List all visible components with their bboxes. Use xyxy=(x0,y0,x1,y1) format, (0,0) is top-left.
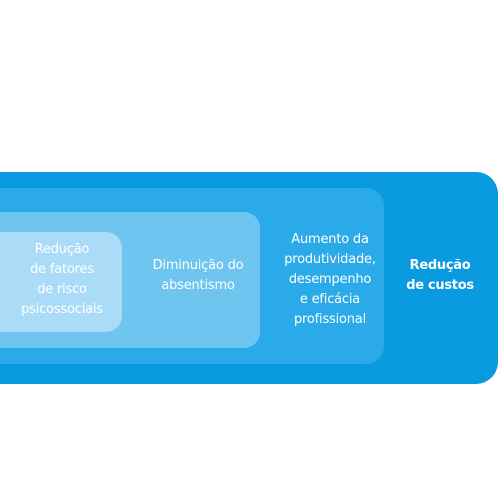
label-line: Redução xyxy=(34,242,90,257)
label-cost-reduction: Redução de custos xyxy=(396,256,484,296)
label-line: Aumento da xyxy=(291,232,369,247)
label-line: Diminuição do xyxy=(152,258,244,273)
label-line: e eficácia xyxy=(299,292,361,307)
layer-psychosocial-risk xyxy=(0,232,122,332)
label-line: de fatores xyxy=(30,262,94,277)
label-line: desempenho xyxy=(288,272,372,287)
label-line: absentismo xyxy=(161,278,235,293)
label-line: de custos xyxy=(406,278,474,293)
label-line: psicossociais xyxy=(21,302,103,317)
label-line: de risco xyxy=(37,282,87,297)
label-line: profissional xyxy=(294,312,366,327)
label-productivity: Aumento da produtividade, desempenho e e… xyxy=(268,230,392,330)
label-absenteeism: Diminuição do absentismo xyxy=(140,256,256,296)
label-line: Redução xyxy=(409,258,471,273)
label-line: produtividade, xyxy=(284,252,376,267)
label-psychosocial-risk: Redução de fatores de risco psicossociai… xyxy=(0,240,124,320)
